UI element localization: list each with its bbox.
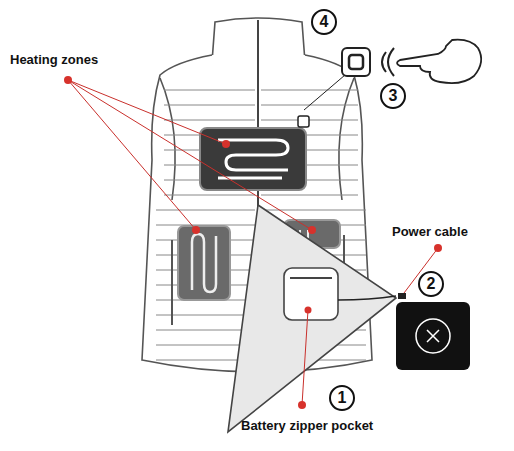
battery-button [416, 319, 450, 353]
quilt-line [156, 210, 255, 211]
callout-number: 2 [418, 271, 444, 297]
part-label: Power cable [392, 225, 468, 239]
pointing-hand [397, 40, 481, 83]
power-button-icon [349, 55, 363, 69]
inner-flap [228, 205, 396, 432]
heating-coil [192, 234, 216, 292]
quilt-line [156, 315, 255, 316]
pocket-zip [171, 240, 173, 325]
quilt-line [156, 330, 255, 331]
heating-pad [200, 128, 306, 190]
heating-coil [218, 140, 288, 178]
power-cable [338, 296, 396, 300]
part-label: Heating zones [10, 53, 98, 67]
part-label: Battery zipper pocket [241, 419, 373, 433]
cable-plug [398, 293, 406, 299]
battery-pocket [284, 268, 338, 320]
leader-dots [64, 76, 442, 409]
callout-number: 1 [329, 385, 355, 411]
callout-number: 3 [380, 83, 406, 109]
callout-number: 4 [311, 9, 337, 35]
press-waves [382, 48, 394, 76]
quilt-line [164, 105, 255, 106]
leader-lines [68, 80, 438, 405]
quilt-line [261, 90, 358, 91]
battery-icon [427, 330, 439, 342]
vest-button [298, 116, 309, 127]
power-button [342, 48, 370, 76]
quilt-line [261, 195, 358, 196]
quilt-line [164, 195, 255, 196]
pocket-zipper [290, 277, 332, 279]
quilt-line [164, 90, 255, 91]
leader-line [304, 75, 345, 110]
quilt-line [164, 120, 255, 121]
heating-pad [178, 226, 230, 300]
quilt-line [261, 210, 366, 211]
battery [396, 302, 470, 370]
